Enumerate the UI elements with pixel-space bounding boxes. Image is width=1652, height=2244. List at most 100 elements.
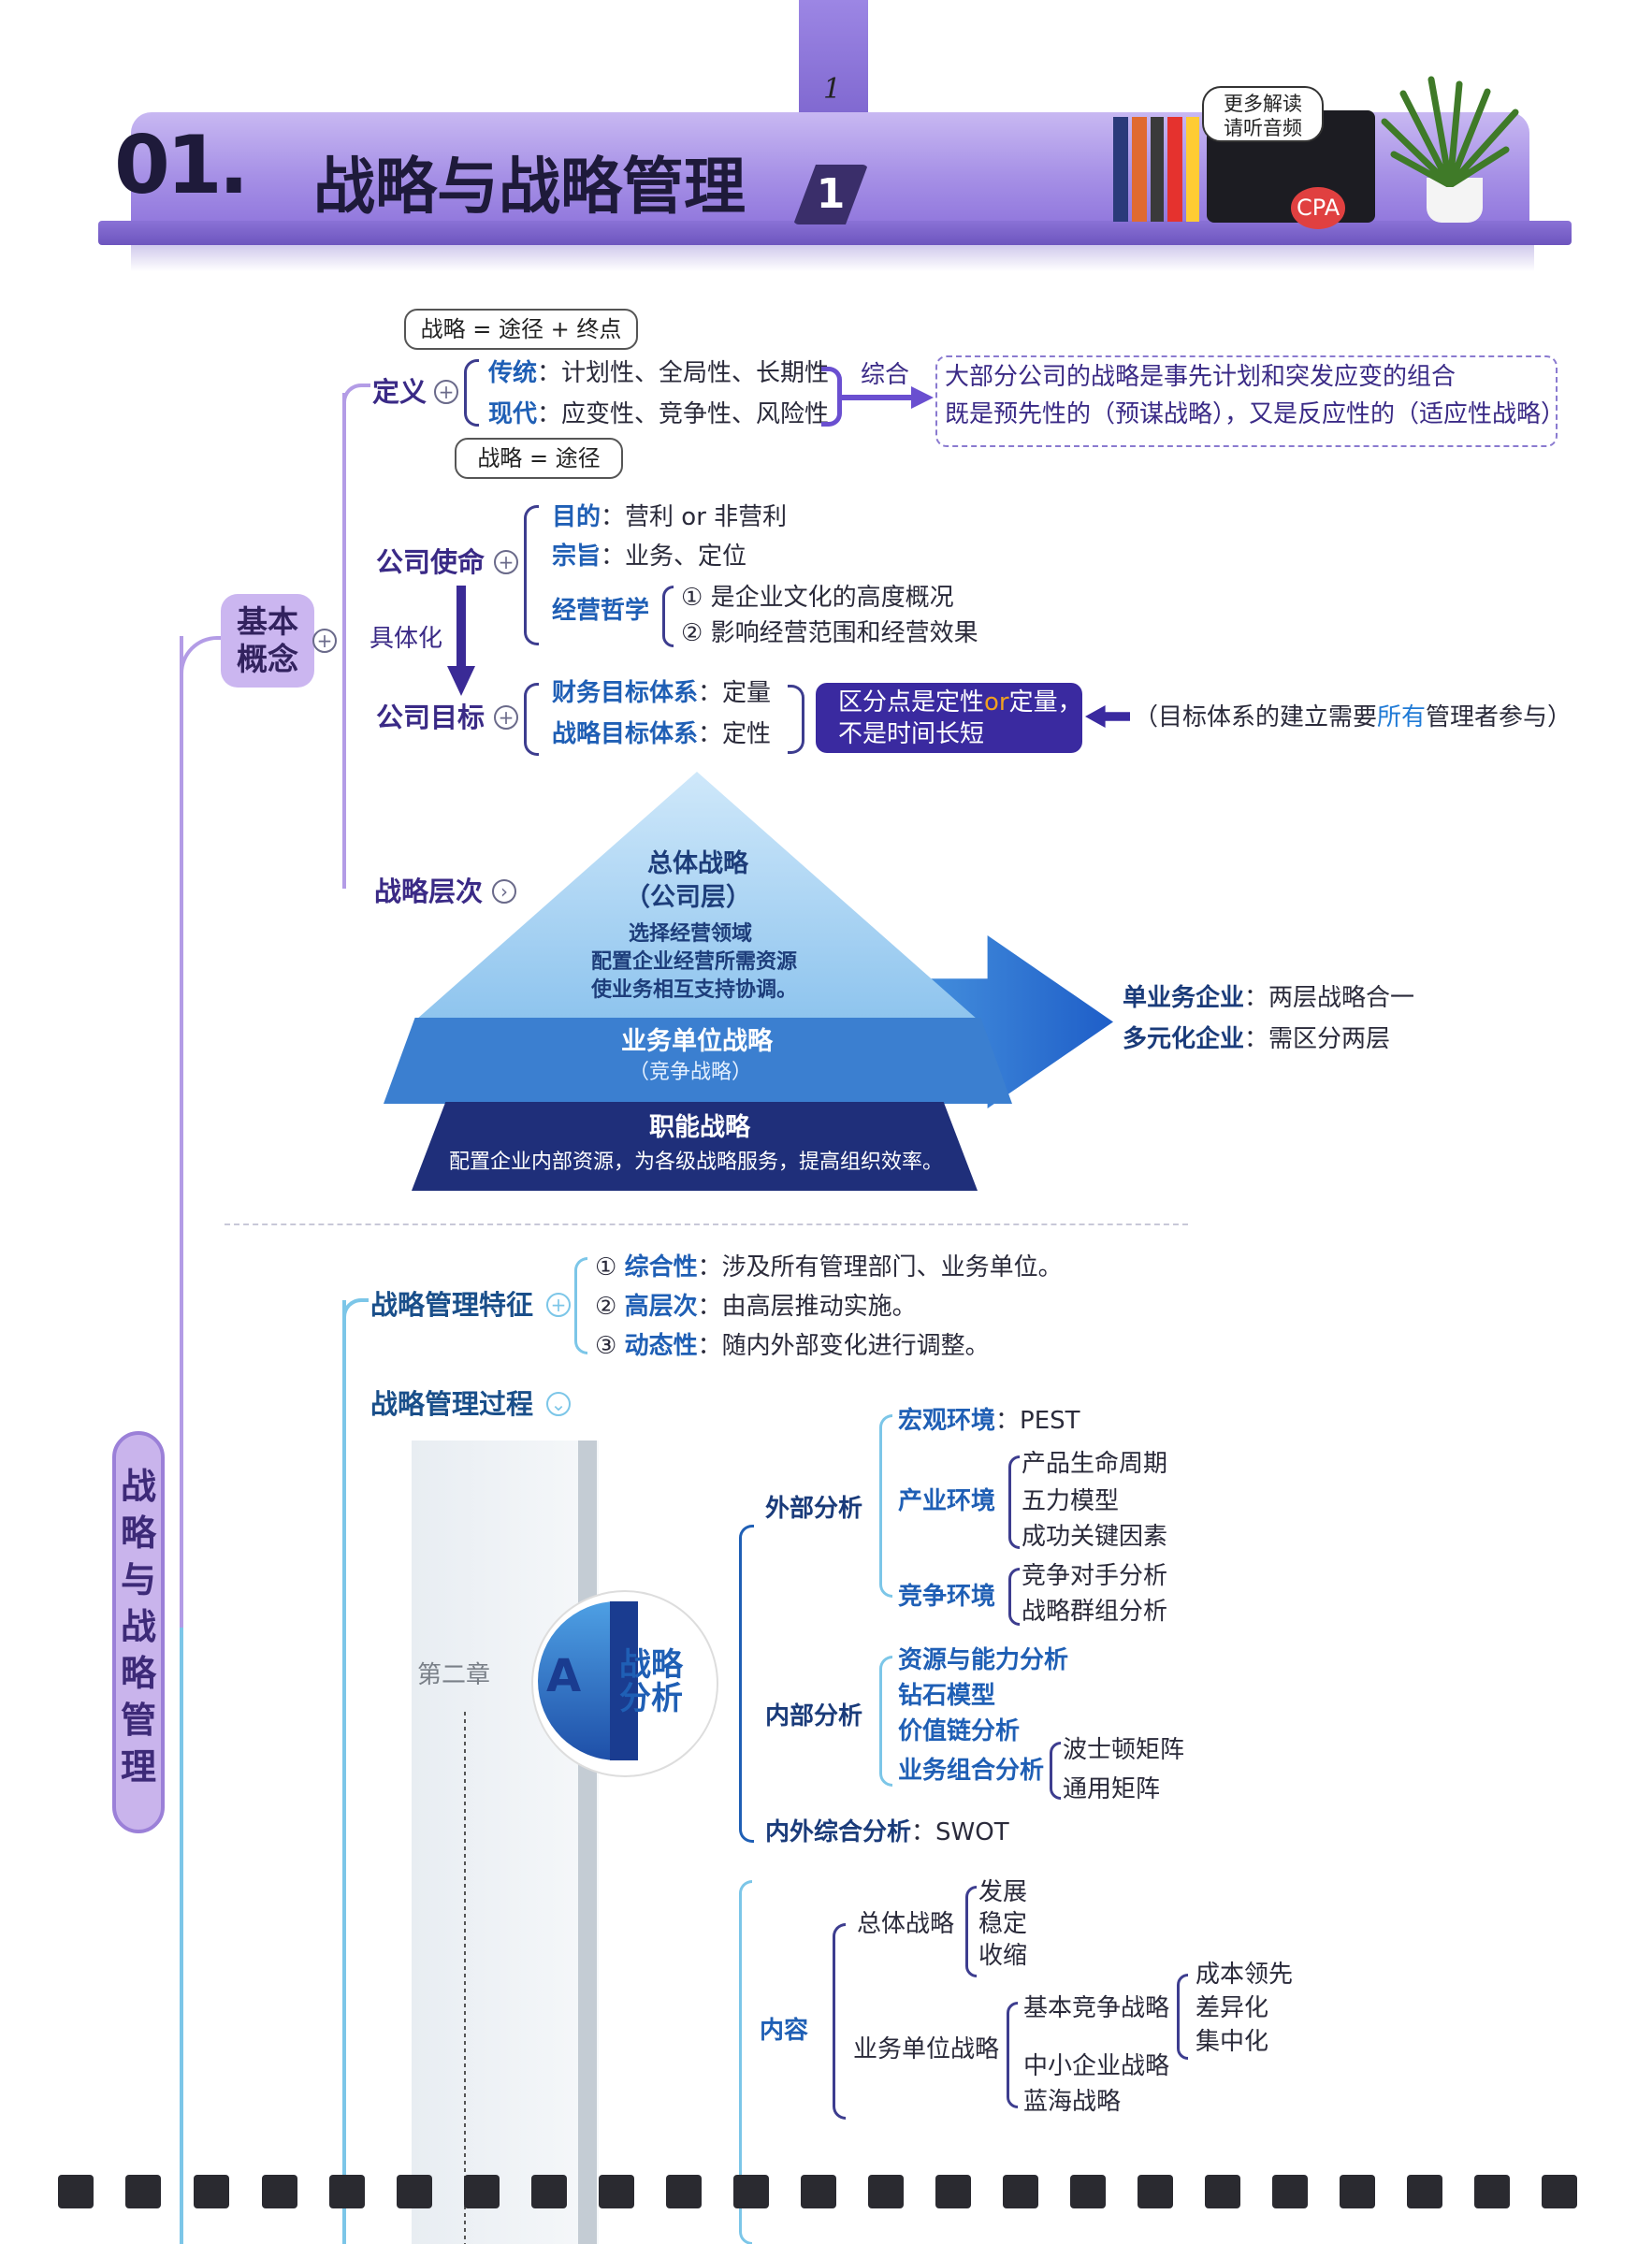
competition-key: 竞争环境 [898,1583,996,1611]
tenet-val: ：业务、定位 [601,543,747,571]
callout-text: 区分点是定性 [838,688,985,717]
note-highlight: 所有 [1377,703,1427,731]
binding-hole [1205,2175,1240,2208]
feature-item: ③ 动态性：随内外部变化进行调整。 [595,1332,990,1361]
portfolio-item: 波士顿矩阵 [1063,1736,1185,1764]
modern-val: ：应变性、竞争性、风险性 [537,400,830,428]
pyramid-top-title: 总体战略 [647,849,748,878]
pyramid-bot-desc: 配置企业内部资源，为各级战略服务，提高组织效率。 [449,1151,944,1174]
feature-item: ② 高层次：由高层推动实施。 [595,1293,917,1322]
binding-hole [1070,2175,1106,2208]
binding-hole [194,2175,229,2208]
book-spine-stripe [1167,117,1182,222]
definition-pill-top: 战略 = 途径 + 终点 [404,309,638,350]
binding-hole [1003,2175,1038,2208]
basic-comp-brace [1177,1974,1188,2060]
philosophy-brace [662,586,674,647]
strategy-key: 战略目标体系 [552,720,699,748]
chapter-two-tag: 第二章 [417,1661,491,1689]
expand-icon[interactable]: › [492,879,516,904]
binding-holes [58,2175,1592,2212]
philosophy-item: ① 是企业文化的高度概况 [681,584,954,613]
goals-label[interactable]: 公司目标 [376,702,485,733]
traditional-key: 传统 [488,359,538,387]
goals-note: （目标体系的建立需要所有管理者参与） [1134,703,1572,732]
expand-icon[interactable]: + [494,705,518,730]
macro-key: 宏观环境 [898,1407,996,1435]
definition-pill-bottom: 战略 = 途径 [455,438,623,479]
macro-val: ：PEST [995,1407,1080,1435]
book-spine-stripe [1132,117,1147,222]
swot-val: ：SWOT [911,1818,1009,1846]
content-brace [833,1923,846,2120]
external-label: 外部分析 [765,1495,863,1523]
features-label[interactable]: 战略管理特征 [370,1289,534,1321]
multi-val: ：需区分两层 [1244,1025,1391,1053]
pyramid-top-desc: 配置企业经营所需资源 [591,950,798,974]
industry-brace [1008,1455,1020,1549]
internal-item: 价值链分析 [898,1717,1021,1745]
traditional-row: 传统：计划性、全局性、长期性 [488,359,829,388]
macro-row: 宏观环境：PEST [898,1407,1080,1436]
industry-item: 成功关键因素 [1022,1523,1168,1551]
binding-hole [125,2175,161,2208]
features-brace [574,1257,587,1354]
audio-hint-line: 请听音频 [1224,117,1302,139]
tenet-row: 宗旨：业务、定位 [552,543,746,572]
feature-key: 综合性 [624,1253,698,1281]
definition-label[interactable]: 定义 [372,376,427,408]
analysis-title: 战略 [619,1646,683,1684]
audio-hint-bubble[interactable]: 更多解读 请听音频 [1202,86,1324,142]
portfolio-key: 业务组合分析 [898,1757,1045,1785]
finance-row: 财务目标体系：定量 [552,679,771,708]
feature-val: ：随内外部变化进行调整。 [697,1332,990,1360]
overall-item: 稳定 [978,1910,1028,1938]
binding-hole [801,2175,836,2208]
binding-hole [1138,2175,1173,2208]
definition-brace [464,359,479,427]
pyramid-bot-title: 职能战略 [649,1113,750,1142]
definition-merge-brace [821,367,842,427]
chapter-tab-panel [412,1441,599,2244]
basic-comp-item: 成本领先 [1196,1961,1294,1989]
note-text: （目标体系的建立需要 [1134,703,1378,731]
purpose-row: 目的：营利 or 非营利 [552,503,787,532]
collapse-icon[interactable]: ⌄ [546,1392,571,1416]
process-label[interactable]: 战略管理过程 [370,1388,534,1420]
side-title-char: 略 [120,1513,156,1554]
multi-key: 多元化企业 [1123,1025,1245,1053]
portfolio-item: 通用矩阵 [1063,1775,1161,1803]
single-key: 单业务企业 [1123,984,1245,1012]
binding-hole [733,2175,769,2208]
binding-hole [935,2175,971,2208]
basic-comp-item: 差异化 [1196,1994,1269,2022]
expand-icon[interactable]: + [546,1293,571,1317]
modern-row: 现代：应变性、竞争性、风险性 [488,400,829,429]
side-title-char: 与 [120,1559,156,1600]
levels-label[interactable]: 战略层次 [374,876,484,907]
multi-business-row: 多元化企业：需区分两层 [1123,1025,1390,1054]
competition-item: 战略群组分析 [1022,1598,1168,1626]
content-outer-brace [739,1880,752,2244]
portfolio-brace [1050,1742,1061,1800]
analysis-brace [739,1525,754,1843]
concept-branch-line [342,393,346,889]
expand-icon[interactable]: + [494,550,518,574]
basic-concepts-node[interactable]: 基本 概念 [221,594,314,688]
chapter-number: 01. [114,119,249,212]
num-badge: ① [595,1253,617,1281]
feature-key: 动态性 [624,1332,698,1360]
side-title-char: 战 [120,1466,156,1507]
pyramid-top-desc: 选择经营领域 [629,922,753,946]
shelf-shadow [131,245,1534,271]
expand-icon[interactable]: + [434,380,458,404]
section-divider [225,1223,1188,1225]
callout-text: 定量， [1008,688,1082,717]
expand-icon[interactable]: + [312,629,337,653]
single-val: ：两层战略合一 [1244,984,1415,1012]
purpose-val: ：营利 or 非营利 [601,503,788,531]
pyramid-top-desc: 使业务相互支持协调。 [591,978,798,1002]
mission-label[interactable]: 公司使命 [376,546,485,578]
num-badge: ① [681,584,703,612]
internal-item: 资源与能力分析 [898,1646,1069,1674]
